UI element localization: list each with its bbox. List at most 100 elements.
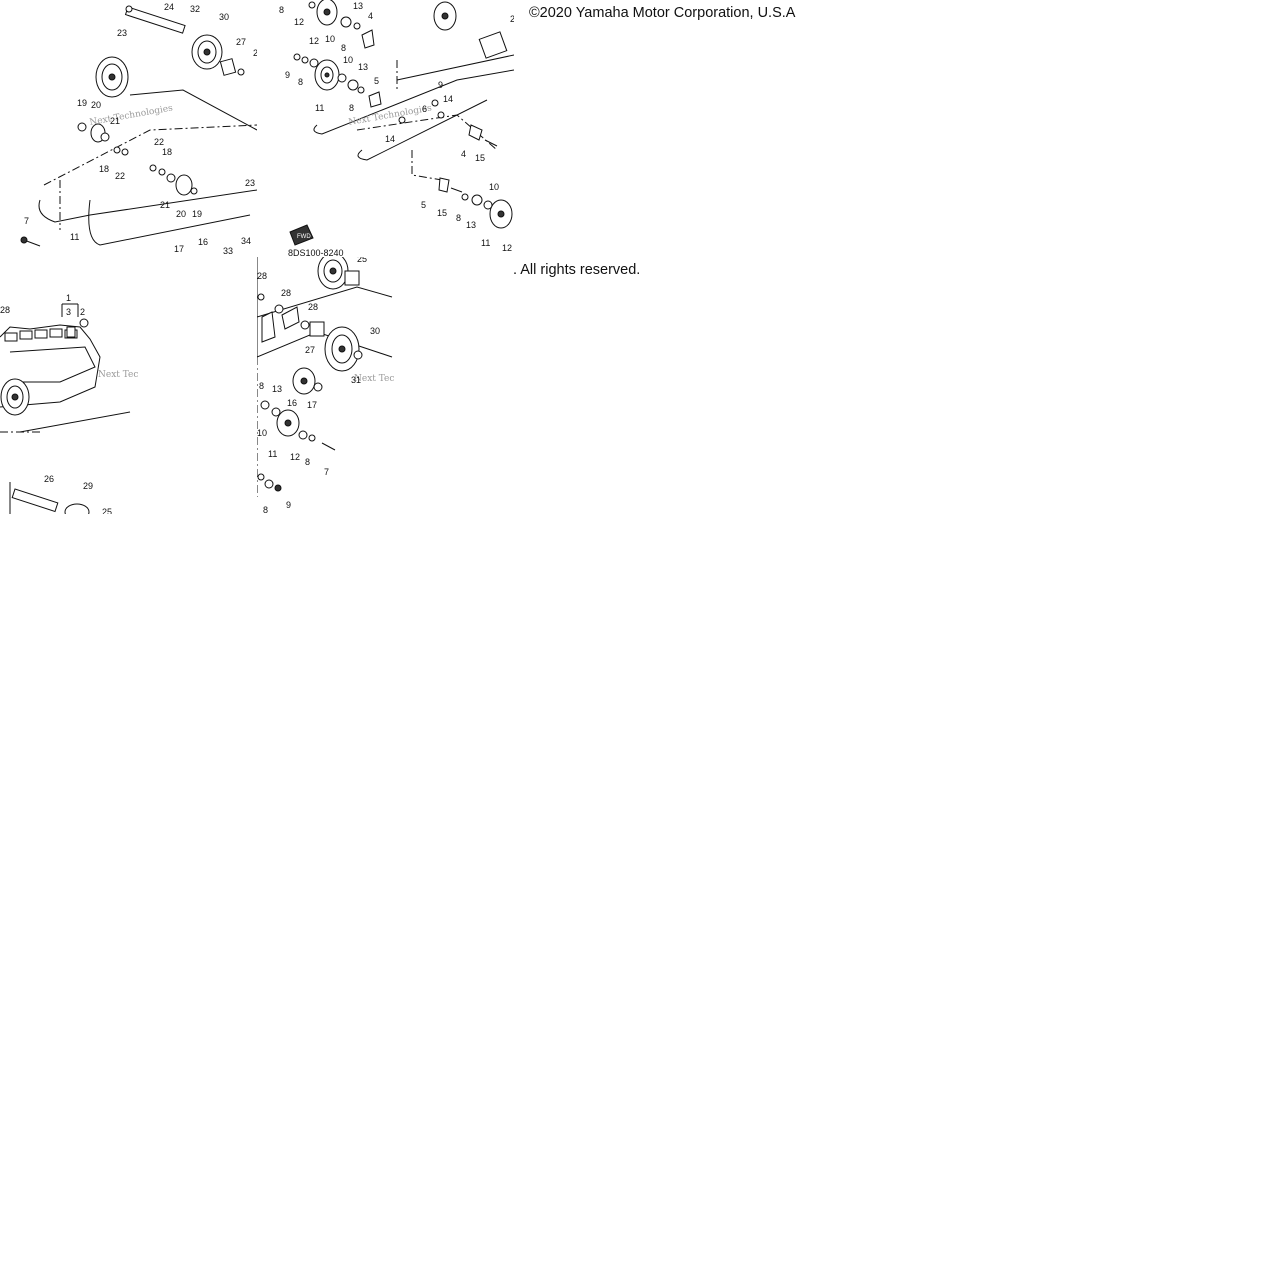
callout-label: 4 (368, 11, 373, 21)
callout-label: 22 (115, 171, 125, 181)
watermark-text: Next Technologies (89, 103, 174, 128)
callout-label: 19 (77, 98, 87, 108)
callout-label: 12 (294, 17, 304, 27)
callout-label: 12 (290, 452, 300, 462)
bracket-5-part (368, 91, 382, 108)
callout-label: 34 (241, 236, 251, 246)
wheel-30-part (324, 326, 360, 372)
lower-middle-diagram: Next Tec 28 28 28 25 30 27 31 8 13 16 17 (257, 257, 394, 514)
bolt-15-part (484, 139, 498, 147)
callout-label: 2 (510, 14, 514, 24)
diagram-tile-upper-middle: Next Technologies FWD 8DS100-8240 8 12 1… (257, 0, 514, 257)
callout-label: 16 (198, 237, 208, 247)
wheel-20b-part (175, 174, 193, 196)
frame-upper (257, 286, 393, 318)
wheel-top-part (316, 0, 338, 26)
axle-shaft-part (124, 5, 186, 34)
bolt-19b-part (190, 187, 198, 195)
washer-18b-part (158, 168, 166, 176)
callout-label: 8 (298, 77, 303, 87)
callout-label: 12 (309, 36, 319, 46)
callout-label: 16 (287, 398, 297, 408)
diagram-tile-upper-left: Next Technologies 24 32 30 23 27 19 20 2… (0, 0, 257, 257)
nut-2-part (79, 318, 89, 328)
callout-label: 8 (456, 213, 461, 223)
washer-21-part (100, 132, 110, 142)
washer-8c-part (264, 479, 274, 489)
washer-28b-part (274, 304, 284, 314)
bracket-leader-1 (61, 303, 79, 317)
frame-outline-lower (38, 189, 257, 223)
washer-22b-part (149, 164, 157, 172)
callout-label: 13 (466, 220, 476, 230)
collar-27-part (309, 321, 325, 337)
collar-10b-part (483, 200, 493, 210)
callout-label: 32 (190, 4, 200, 14)
callout-label: 2 (253, 48, 257, 58)
washer-part (340, 16, 352, 28)
callout-label: 11 (481, 238, 490, 248)
callout-label: 14 (443, 94, 453, 104)
nut-9b-part (431, 99, 439, 107)
callout-label: 10 (257, 428, 267, 438)
callout-label: 2 (80, 307, 85, 317)
washer-8-part (301, 56, 309, 64)
bolt-7-part (321, 442, 336, 451)
collar-part (344, 270, 360, 286)
callout-label: 8 (341, 43, 346, 53)
plate-part (281, 306, 300, 330)
tile4-callouts: 28 28 28 25 30 27 31 8 13 16 17 10 11 12… (257, 257, 380, 514)
callout-label: 29 (83, 481, 93, 491)
callout-label: 11 (315, 103, 324, 113)
callout-label: 28 (0, 305, 10, 315)
bushing-13b-part (471, 194, 483, 206)
diagram-tile-lower-left: Next Tec 28 1 3 2 26 29 25 (0, 257, 257, 514)
lower-left-diagram: Next Tec 28 1 3 2 26 29 25 (0, 293, 138, 514)
callout-label: 8 (305, 457, 310, 467)
callout-label: 23 (245, 178, 255, 188)
callout-label: 11 (70, 232, 79, 242)
callout-label: 24 (164, 2, 174, 12)
washer-part (353, 22, 361, 30)
callout-label: 22 (154, 137, 164, 147)
callout-label: 20 (176, 209, 186, 219)
copyright-line-2: . All rights reserved. (513, 262, 641, 278)
wheel-lower-left-part (0, 378, 30, 416)
bracket-upper-right (478, 31, 508, 59)
washer-6-part (437, 111, 445, 119)
callout-label: 19 (192, 209, 202, 219)
washer-8-part (260, 400, 270, 410)
callout-label: 8 (349, 103, 354, 113)
frame-outline-upper (129, 89, 257, 131)
washer-8b-part (308, 434, 316, 442)
callout-label: 7 (324, 467, 329, 477)
callout-label: 26 (44, 474, 54, 484)
callout-label: 9 (285, 70, 290, 80)
collar-10-part (337, 73, 347, 83)
washer-17-part (313, 382, 323, 392)
fwd-label: FWD (297, 234, 311, 240)
callout-label: 25 (102, 507, 112, 514)
callout-label: 17 (307, 400, 317, 410)
callout-label: 8 (279, 5, 284, 15)
bracket-plate (261, 311, 276, 343)
copyright-line-1: ©2020 Yamaha Motor Corporation, U.S.A (529, 5, 796, 21)
callout-label: 30 (219, 12, 229, 22)
frame-dashed-lower (411, 150, 443, 181)
callout-label: 5 (374, 76, 379, 86)
nut-31-part (353, 350, 363, 360)
frame-outline-bottom (88, 199, 251, 246)
callout-label: 31 (351, 375, 361, 385)
track-belt-part (0, 324, 101, 408)
bracket-4-part (361, 29, 375, 49)
washer-28-part (257, 293, 265, 301)
callout-label: 23 (117, 28, 127, 38)
callout-label: 13 (358, 62, 368, 72)
bushing-13-part (271, 407, 281, 417)
washer-12-part (309, 58, 319, 68)
callout-label: 21 (160, 200, 170, 210)
slide-rail-lower (357, 99, 488, 161)
part-code-label: 8DS100-8240 (288, 248, 344, 257)
callout-label: 5 (421, 200, 426, 210)
tile2-callouts: 8 12 13 4 10 8 12 9 8 10 13 11 5 8 9 6 1… (279, 1, 514, 253)
